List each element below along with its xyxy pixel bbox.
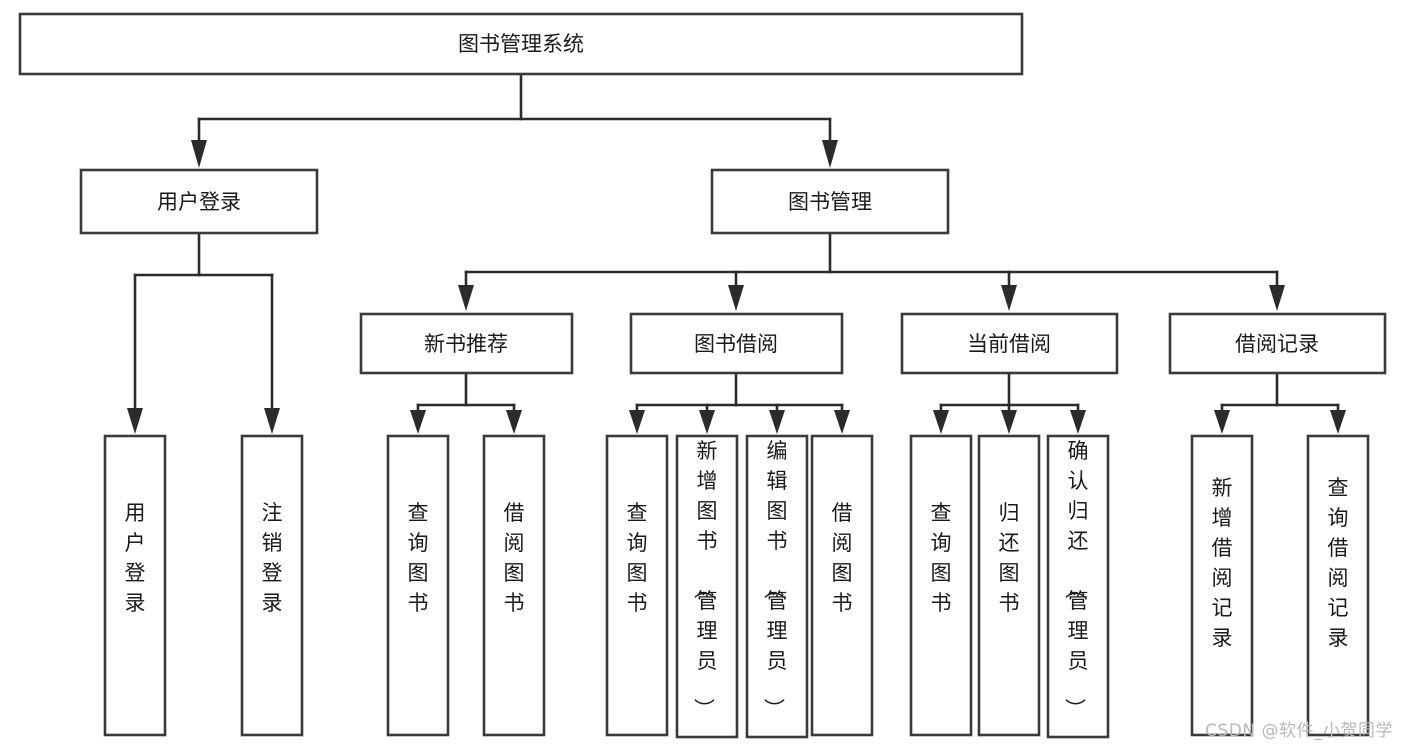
node-leaf-query-book-3-label: 查询图书: [931, 501, 952, 615]
arrow-to-current-borrow: [1001, 285, 1017, 311]
arrow-leaf-query-book-1: [410, 410, 426, 434]
node-leaf-add-book-label: 新增图书（管理员）: [692, 439, 718, 719]
arrow-to-book-borrow: [728, 285, 744, 311]
node-leaf-query-book-1[interactable]: 查询图书: [386, 434, 450, 737]
node-book-borrow[interactable]: 图书借阅: [629, 312, 844, 375]
node-leaf-add-book-box[interactable]: [675, 434, 739, 739]
arrow-leaf-query-record: [1330, 410, 1346, 434]
node-current-borrow-box[interactable]: [900, 312, 1119, 375]
node-leaf-add-record-label: 新增借阅记录: [1212, 476, 1233, 650]
node-leaf-confirm-return[interactable]: 确认归还（管理员）: [1046, 434, 1110, 739]
connector-layer: [127, 74, 1346, 434]
arrow-leaf-confirm-return: [1070, 410, 1086, 434]
node-leaf-borrow-book-1-box[interactable]: [482, 434, 546, 737]
node-borrow-record-box[interactable]: [1168, 312, 1387, 375]
arrow-leaf-add-record: [1214, 410, 1230, 434]
arrow-to-borrow-record: [1269, 285, 1285, 311]
node-root-label: 图书管理系统: [458, 32, 584, 56]
node-leaf-edit-book-label: 编辑图书（管理员）: [762, 439, 788, 719]
arrow-to-userlogin: [191, 140, 207, 168]
node-leaf-return-book-box[interactable]: [977, 434, 1041, 737]
arrow-leaf-query-book-3: [933, 410, 949, 434]
node-leaf-query-record-label: 查询借阅记录: [1328, 476, 1349, 650]
node-leaf-logout-box[interactable]: [240, 434, 304, 737]
node-book-manage-box[interactable]: [710, 168, 950, 235]
node-leaf-edit-book[interactable]: 编辑图书（管理员）: [745, 434, 809, 739]
node-new-book-rec-box[interactable]: [359, 312, 574, 375]
node-leaf-logout-label: 注销登录: [262, 501, 283, 615]
node-leaf-query-book-2[interactable]: 查询图书: [605, 434, 669, 737]
node-user-login-label: 用户登录: [157, 190, 241, 214]
node-current-borrow[interactable]: 当前借阅: [900, 312, 1119, 375]
node-leaf-user-login[interactable]: 用户登录: [103, 434, 167, 737]
node-leaf-borrow-book-2-box[interactable]: [810, 434, 874, 737]
node-leaf-return-book-label: 归还图书: [999, 501, 1020, 615]
node-leaf-query-record[interactable]: 查询借阅记录: [1306, 434, 1370, 737]
node-user-login[interactable]: 用户登录: [79, 168, 319, 235]
node-leaf-add-record-box[interactable]: [1190, 434, 1254, 737]
node-book-manage[interactable]: 图书管理: [710, 168, 950, 235]
node-leaf-logout[interactable]: 注销登录: [240, 434, 304, 737]
node-root[interactable]: 图书管理系统: [18, 12, 1024, 76]
node-user-login-box[interactable]: [79, 168, 319, 235]
node-leaf-borrow-book-2-label: 借阅图书: [832, 501, 853, 615]
node-leaf-confirm-return-label: 确认归还（管理员）: [1063, 439, 1089, 719]
arrow-leaf-logout: [264, 408, 280, 434]
arrow-leaf-borrow-book-1: [506, 410, 522, 434]
arrow-leaf-edit-book: [769, 410, 785, 434]
node-borrow-record[interactable]: 借阅记录: [1168, 312, 1387, 375]
node-leaf-query-book-3[interactable]: 查询图书: [909, 434, 973, 737]
node-current-borrow-label: 当前借阅: [967, 332, 1051, 356]
node-leaf-query-book-1-box[interactable]: [386, 434, 450, 737]
node-borrow-record-label: 借阅记录: [1235, 332, 1319, 356]
node-leaf-query-record-box[interactable]: [1306, 434, 1370, 737]
node-leaf-query-book-2-box[interactable]: [605, 434, 669, 737]
node-leaf-user-login-label: 用户登录: [125, 501, 146, 615]
node-book-manage-label: 图书管理: [788, 190, 872, 214]
node-leaf-add-record[interactable]: 新增借阅记录: [1190, 434, 1254, 737]
arrow-leaf-borrow-book-2: [834, 410, 850, 434]
node-leaf-query-book-1-label: 查询图书: [408, 501, 429, 615]
node-leaf-edit-book-box[interactable]: [745, 434, 809, 739]
arrow-to-new-book-rec: [458, 285, 474, 311]
node-leaf-borrow-book-1[interactable]: 借阅图书: [482, 434, 546, 737]
arrow-leaf-return-book: [1001, 410, 1017, 434]
arrow-leaf-user-login: [127, 408, 143, 434]
arrow-leaf-add-book: [699, 410, 715, 434]
node-leaf-borrow-book-1-label: 借阅图书: [504, 501, 525, 615]
node-leaf-borrow-book-2[interactable]: 借阅图书: [810, 434, 874, 737]
node-new-book-rec[interactable]: 新书推荐: [359, 312, 574, 375]
node-leaf-confirm-return-box[interactable]: [1046, 434, 1110, 739]
node-book-borrow-box[interactable]: [629, 312, 844, 375]
node-root-box[interactable]: [18, 12, 1024, 76]
node-leaf-query-book-3-box[interactable]: [909, 434, 973, 737]
node-book-borrow-label: 图书借阅: [694, 332, 778, 356]
node-leaf-return-book[interactable]: 归还图书: [977, 434, 1041, 737]
arrow-leaf-query-book-2: [629, 410, 645, 434]
node-leaf-add-book[interactable]: 新增图书（管理员）: [675, 434, 739, 739]
node-leaf-query-book-2-label: 查询图书: [627, 501, 648, 615]
arrow-to-bookmanage: [822, 140, 838, 168]
node-new-book-rec-label: 新书推荐: [424, 332, 508, 356]
node-leaf-user-login-box[interactable]: [103, 434, 167, 737]
